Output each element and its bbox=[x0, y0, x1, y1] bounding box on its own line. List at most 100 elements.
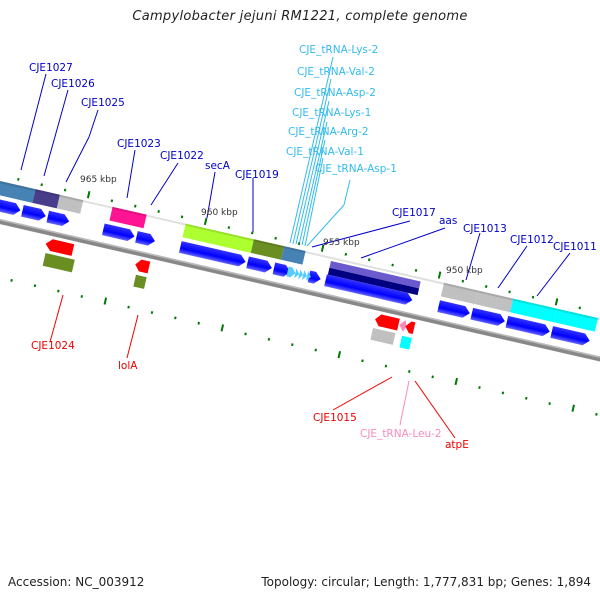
label-tRNA-Lys-2[interactable]: CJE_tRNA-Lys-2 bbox=[299, 44, 378, 56]
minor-tick bbox=[508, 290, 511, 294]
label-CJE1024[interactable]: CJE1024 bbox=[31, 340, 75, 352]
cds-arrow[interactable] bbox=[246, 256, 273, 274]
cds-arrow[interactable] bbox=[470, 307, 506, 327]
minor-tick bbox=[461, 279, 465, 283]
major-tick bbox=[554, 298, 559, 306]
label-CJE1027[interactable]: CJE1027 bbox=[29, 62, 73, 74]
trna-arrows[interactable] bbox=[286, 266, 312, 282]
cds-arrow[interactable] bbox=[550, 326, 591, 346]
feature-CJE1011[interactable] bbox=[553, 308, 598, 332]
feature-CJE1013[interactable] bbox=[440, 282, 479, 305]
cds-arrow[interactable] bbox=[101, 223, 136, 242]
feature-lolA-arrow[interactable] bbox=[134, 258, 151, 274]
feature-CJE1012[interactable] bbox=[510, 298, 558, 323]
feature-CJE1027[interactable] bbox=[0, 180, 36, 203]
feature-CJE1024-arrow[interactable] bbox=[44, 238, 75, 256]
label-tRNA-Val-2[interactable]: CJE_tRNA-Val-2 bbox=[297, 66, 375, 78]
label-CJE1019[interactable]: CJE1019 bbox=[235, 169, 279, 181]
minor-tick bbox=[180, 215, 184, 219]
major-tick bbox=[86, 191, 91, 199]
label-tRNA-Asp-2[interactable]: CJE_tRNA-Asp-2 bbox=[294, 87, 376, 99]
minor-tick bbox=[267, 337, 271, 341]
label-tRNA-Leu-2[interactable]: CJE_tRNA-Leu-2 bbox=[360, 428, 442, 440]
feature-CJE1017[interactable] bbox=[329, 260, 421, 289]
minor-tick bbox=[431, 375, 434, 379]
label-tRNA-Asp-1[interactable]: CJE_tRNA-Asp-1 bbox=[315, 163, 397, 175]
feature-CJE1026[interactable] bbox=[32, 189, 60, 209]
major-tick bbox=[220, 324, 225, 332]
accession-text: Accession: NC_003912 bbox=[8, 575, 145, 589]
feature-tRNA-Leu-2[interactable] bbox=[398, 319, 408, 332]
label-CJE1013[interactable]: CJE1013 bbox=[463, 223, 507, 235]
minor-tick bbox=[361, 359, 364, 363]
feature-atpE[interactable] bbox=[399, 335, 412, 350]
minor-tick bbox=[548, 402, 551, 406]
label-tRNA-Lys-1[interactable]: CJE_tRNA-Lys-1 bbox=[292, 107, 371, 119]
minor-tick bbox=[414, 268, 418, 272]
label-CJE1025[interactable]: CJE1025 bbox=[81, 97, 125, 109]
label-CJE1017[interactable]: CJE1017 bbox=[392, 207, 436, 219]
feature-CJE1019[interactable] bbox=[250, 239, 285, 260]
minor-tick bbox=[501, 391, 505, 395]
label-CJE1022[interactable]: CJE1022 bbox=[160, 150, 204, 162]
scale-955-kbp: 955 kbp bbox=[323, 238, 360, 248]
label-atpE[interactable]: atpE bbox=[445, 439, 469, 451]
cds-arrow[interactable] bbox=[437, 300, 471, 319]
feature-CJE1015[interactable] bbox=[370, 328, 396, 345]
minor-tick bbox=[531, 295, 535, 299]
minor-tick bbox=[80, 295, 84, 298]
label-CJE1012[interactable]: CJE1012 bbox=[510, 234, 554, 246]
minor-tick bbox=[227, 226, 231, 230]
minor-tick bbox=[40, 183, 43, 187]
minor-tick bbox=[150, 311, 154, 314]
cds-arrow[interactable] bbox=[46, 210, 70, 228]
label-CJE1026[interactable]: CJE1026 bbox=[51, 78, 95, 90]
forward-feature-bars bbox=[0, 180, 600, 332]
minor-tick bbox=[134, 204, 137, 208]
label-tRNA-Val-1[interactable]: CJE_tRNA-Val-1 bbox=[286, 146, 364, 158]
feature-unnamed-1[interactable] bbox=[280, 246, 306, 265]
cds-arrow[interactable] bbox=[272, 262, 292, 278]
label-CJE1023[interactable]: CJE1023 bbox=[117, 138, 161, 150]
feature-unnamed-2[interactable] bbox=[474, 290, 514, 313]
cds-arrow[interactable] bbox=[178, 241, 247, 268]
minor-tick bbox=[174, 316, 177, 320]
label-lolA[interactable]: lolA bbox=[118, 360, 138, 372]
cds-arrow[interactable] bbox=[21, 204, 47, 222]
feature-lolA[interactable] bbox=[133, 274, 147, 289]
label-CJE1015[interactable]: CJE1015 bbox=[313, 412, 357, 424]
label-secA[interactable]: secA bbox=[205, 160, 231, 172]
minor-tick bbox=[244, 332, 247, 336]
genome-summary-text: Topology: circular; Length: 1,777,831 bp… bbox=[261, 575, 591, 589]
feature-labels: CJE1027 CJE1026 CJE1025 CJE1023 CJE1022 … bbox=[29, 44, 597, 451]
scale-965-kbp: 965 kbp bbox=[80, 175, 117, 185]
cds-arrow[interactable] bbox=[307, 270, 322, 285]
major-tick bbox=[437, 271, 442, 279]
cds-arrow[interactable] bbox=[0, 198, 22, 216]
minor-tick bbox=[197, 321, 200, 325]
feature-aas[interactable] bbox=[327, 267, 420, 296]
minor-tick bbox=[10, 278, 13, 282]
minor-tick bbox=[157, 210, 160, 213]
trna-cluster[interactable] bbox=[286, 266, 312, 282]
cds-arrow[interactable] bbox=[135, 231, 156, 247]
minor-tick bbox=[314, 348, 317, 352]
minor-tick bbox=[525, 396, 528, 400]
label-tRNA-Arg-2[interactable]: CJE_tRNA-Arg-2 bbox=[288, 126, 369, 138]
cds-arrow[interactable] bbox=[505, 315, 552, 338]
minor-tick bbox=[33, 284, 37, 288]
label-CJE1011[interactable]: CJE1011 bbox=[553, 241, 597, 253]
scale-960-kbp: 960 kbp bbox=[201, 208, 238, 218]
minor-tick bbox=[297, 242, 301, 246]
feature-reverse-arrow[interactable] bbox=[404, 320, 416, 335]
feature-CJE1025[interactable] bbox=[56, 194, 84, 214]
feature-CJE1023[interactable] bbox=[109, 206, 147, 229]
cds-arrow[interactable] bbox=[324, 274, 413, 306]
minor-tick bbox=[344, 252, 348, 256]
feature-CJE1015-arrow[interactable] bbox=[374, 313, 400, 331]
feature-CJE1024[interactable] bbox=[42, 253, 75, 273]
forward-cds-arrows bbox=[0, 198, 591, 346]
label-aas[interactable]: aas bbox=[439, 215, 457, 227]
feature-secA[interactable] bbox=[182, 223, 254, 253]
